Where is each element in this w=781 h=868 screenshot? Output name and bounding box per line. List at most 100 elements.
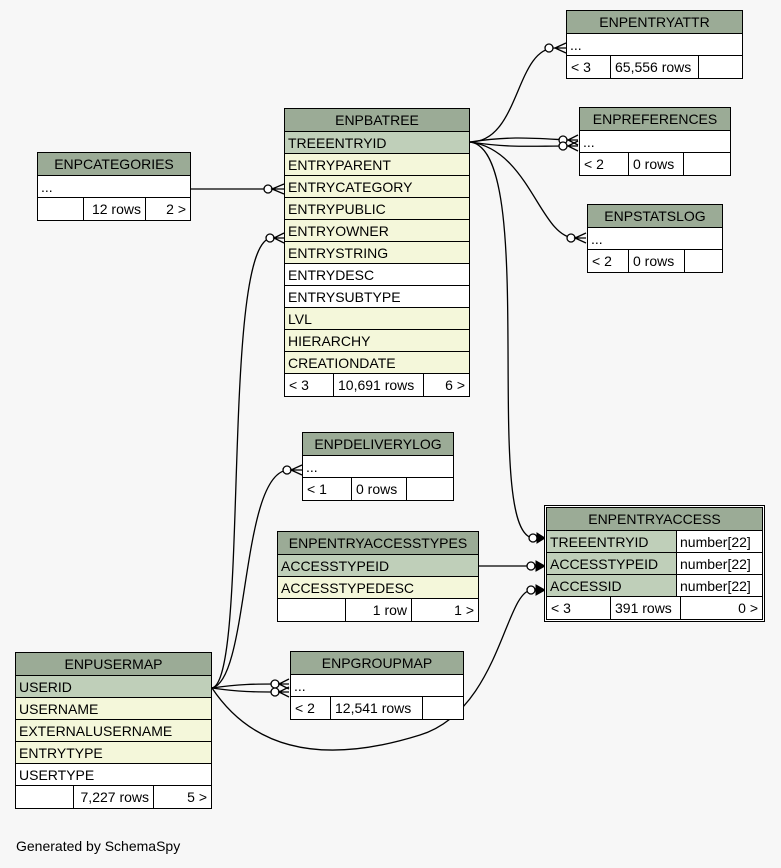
children-count (407, 478, 453, 500)
arrow-head (536, 532, 546, 544)
table-footer: < 3 391 rows 0 > (547, 597, 762, 619)
column-name: ACCESSID (550, 578, 622, 594)
crows-foot (277, 678, 290, 690)
table-header[interactable]: ENPGROUPMAP (291, 652, 463, 675)
table-header[interactable]: ENPBATREE (285, 109, 469, 132)
edge-usermap-groupmap-2 (211, 687, 277, 693)
column-entryparent: ENTRYPARENT (285, 154, 469, 176)
table-row: ... (580, 131, 730, 153)
table-header[interactable]: ENPENTRYATTR (567, 11, 742, 34)
table-row: ... (303, 456, 453, 478)
children-count: 1 > (454, 602, 474, 618)
generated-by-credit: Generated by SchemaSpy (16, 838, 181, 854)
cardinality-circle (544, 43, 554, 53)
table-enpstatslog[interactable]: ENPSTATSLOG ... < 2 0 rows (587, 204, 723, 273)
parents-count: < 2 (588, 250, 629, 272)
table-enpentryaccesstypes[interactable]: ENPENTRYACCESSTYPES ACCESSTYPEID ACCESST… (277, 531, 479, 622)
row-count: 1 row (346, 599, 412, 621)
crows-foot (573, 232, 587, 244)
table-header[interactable]: ENPDELIVERYLOG (303, 433, 453, 456)
children-count: 0 > (738, 600, 758, 616)
column-usertype: USERTYPE (16, 764, 211, 786)
children-count (423, 697, 463, 719)
row-count: 7,227 rows (74, 786, 154, 808)
column-hierarchy: HIERARCHY (285, 330, 469, 352)
table-row: ... (567, 34, 742, 56)
column-entryowner: ENTRYOWNER (285, 220, 469, 242)
children-count (699, 56, 742, 78)
table-enpreferences[interactable]: ENPREFERENCES ... < 2 0 rows (579, 107, 731, 176)
table-footer: < 2 12,541 rows (291, 697, 463, 719)
parents-count: < 3 (285, 374, 334, 396)
column-name: TREEENTRYID (550, 534, 649, 550)
edge-batree-preferences-2 (469, 141, 569, 147)
table-footer: < 1 0 rows (303, 478, 453, 500)
table-header[interactable]: ENPUSERMAP (16, 653, 211, 676)
children-count: 2 > (166, 201, 186, 217)
parents-count: < 1 (303, 478, 352, 500)
crows-foot (553, 42, 567, 54)
table-header[interactable]: ENPCATEGORIES (38, 153, 190, 176)
table-enpusermap[interactable]: ENPUSERMAP USERID USERNAME EXTERNALUSERN… (15, 652, 212, 809)
table-row: ... (38, 176, 190, 198)
column-type: number[22] (676, 531, 762, 552)
crows-foot (270, 183, 285, 195)
column-lvl: LVL (285, 308, 469, 330)
parents-count (38, 198, 84, 220)
crows-foot (289, 464, 303, 476)
row-count: 391 rows (611, 597, 681, 619)
row-count: 0 rows (629, 153, 684, 175)
edge-batree-statslog (469, 141, 576, 239)
column-accessid: ACCESSID number[22] (547, 575, 762, 597)
edge-usermap-batree (211, 237, 273, 689)
table-enpcategories[interactable]: ENPCATEGORIES ... 12 rows 2 > (37, 152, 191, 221)
column-entrydesc: ENTRYDESC (285, 264, 469, 286)
edge-batree-entryaccess (469, 141, 535, 539)
cardinality-circle (558, 141, 568, 151)
table-enpdeliverylog[interactable]: ENPDELIVERYLOG ... < 1 0 rows (302, 432, 454, 501)
parents-count (16, 786, 74, 808)
column-externalusername: EXTERNALUSERNAME (16, 720, 211, 742)
table-header[interactable]: ENPENTRYACCESS (547, 508, 762, 531)
table-enpentryattr[interactable]: ENPENTRYATTR ... < 3 65,556 rows (566, 10, 743, 79)
table-header[interactable]: ENPSTATSLOG (588, 205, 722, 228)
column-treeentryid: TREEENTRYID (285, 132, 469, 154)
column-userid: USERID (16, 676, 211, 698)
table-header[interactable]: ENPREFERENCES (580, 108, 730, 131)
row-count: 10,691 rows (334, 374, 424, 396)
column-type: number[22] (676, 575, 762, 596)
table-enpentryaccess[interactable]: ENPENTRYACCESS TREEENTRYID number[22] AC… (544, 505, 765, 622)
column-accesstypeid: ACCESSTYPEID number[22] (547, 553, 762, 575)
table-enpgroupmap[interactable]: ENPGROUPMAP ... < 2 12,541 rows (290, 651, 464, 720)
column-name: ACCESSTYPEID (550, 556, 659, 572)
edge-usermap-deliverylog (211, 469, 290, 689)
children-count (685, 250, 722, 272)
arrow-head (535, 584, 547, 596)
table-enpbatree[interactable]: ENPBATREE TREEENTRYID ENTRYPARENT ENTRYC… (284, 108, 470, 397)
table-header[interactable]: ENPENTRYACCESSTYPES (278, 532, 478, 555)
parents-count: < 3 (567, 56, 611, 78)
children-count (684, 153, 730, 175)
edge-usermap-groupmap-1 (211, 683, 277, 689)
edge-batree-entryattr (469, 47, 556, 143)
crows-foot (277, 686, 290, 698)
edge-batree-preferences-1 (469, 137, 569, 143)
column-username: USERNAME (16, 698, 211, 720)
table-footer: < 3 65,556 rows (567, 56, 742, 78)
column-accesstypeid: ACCESSTYPEID (278, 555, 478, 577)
column-entrystring: ENTRYSTRING (285, 242, 469, 264)
table-row: ... (291, 675, 463, 697)
table-footer: 7,227 rows 5 > (16, 786, 211, 808)
row-count: 0 rows (629, 250, 685, 272)
arrow-head (535, 560, 547, 572)
children-count: 6 > (445, 377, 465, 393)
row-count: 0 rows (352, 478, 407, 500)
crows-foot (272, 232, 285, 244)
children-count: 5 > (187, 789, 207, 805)
crows-foot (566, 140, 579, 152)
row-count: 65,556 rows (611, 56, 699, 78)
edge-usermap-entryaccess (211, 589, 533, 751)
table-footer: 12 rows 2 > (38, 198, 190, 220)
parents-count: < 2 (291, 697, 331, 719)
